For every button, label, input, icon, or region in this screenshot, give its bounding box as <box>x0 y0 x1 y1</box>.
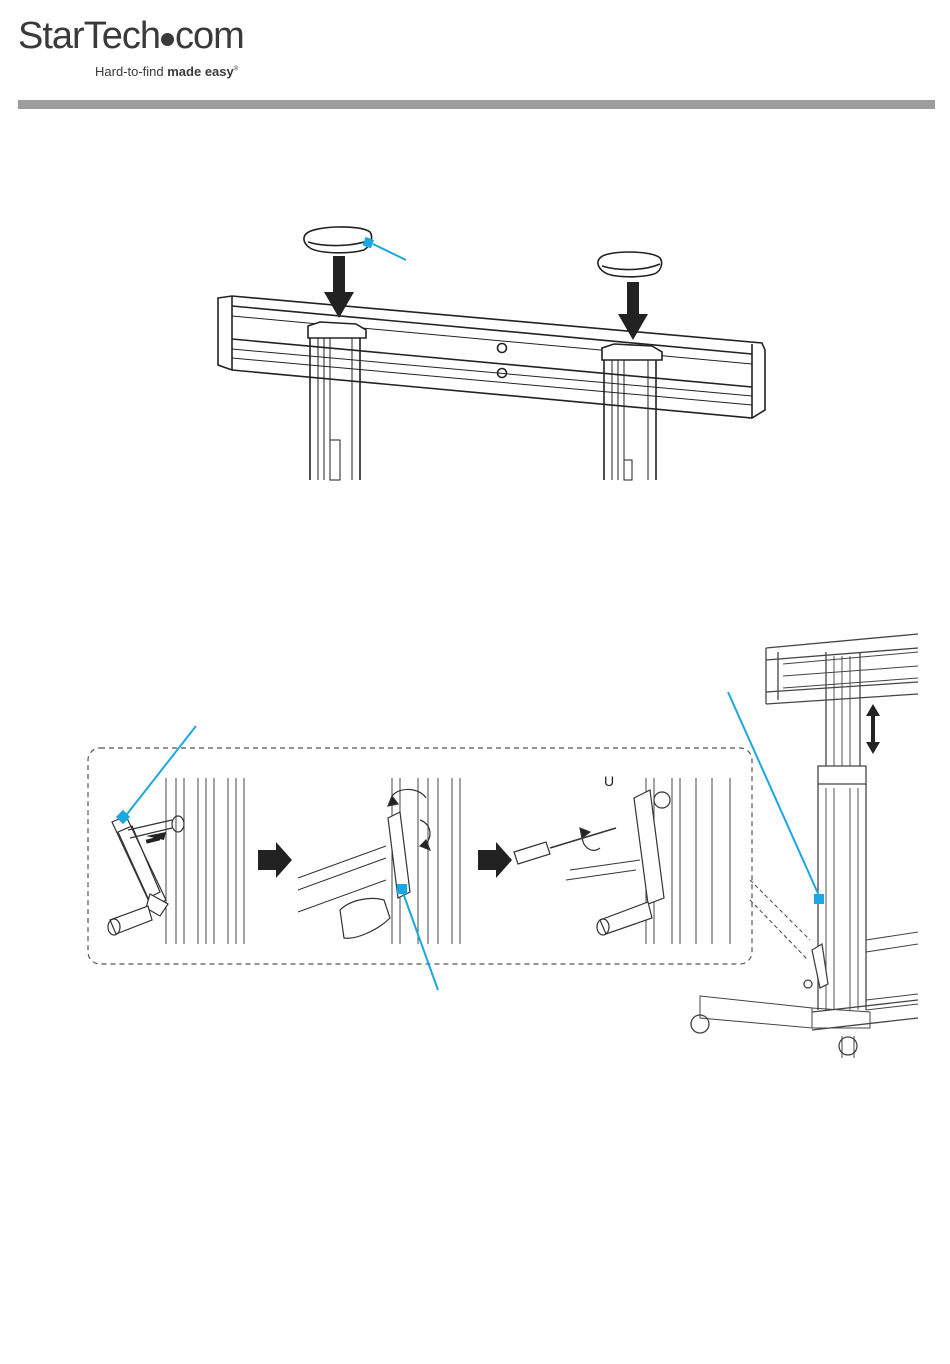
figure-crossbar-knobs <box>218 227 765 480</box>
callout-knob <box>363 237 406 260</box>
step-3-secure-screw <box>514 778 730 944</box>
step-1-attach-crank <box>108 778 244 944</box>
double-arrow-icon <box>866 704 880 754</box>
step-3-mark: U <box>604 773 614 789</box>
step-2-rotate-crank <box>298 778 460 944</box>
figure-stand-crank <box>691 634 918 1058</box>
next-step-arrow-icon-2 <box>478 842 512 878</box>
callout-crank-stand <box>728 692 824 904</box>
callout-crank-lock <box>397 884 438 990</box>
next-step-arrow-icon <box>258 842 292 878</box>
